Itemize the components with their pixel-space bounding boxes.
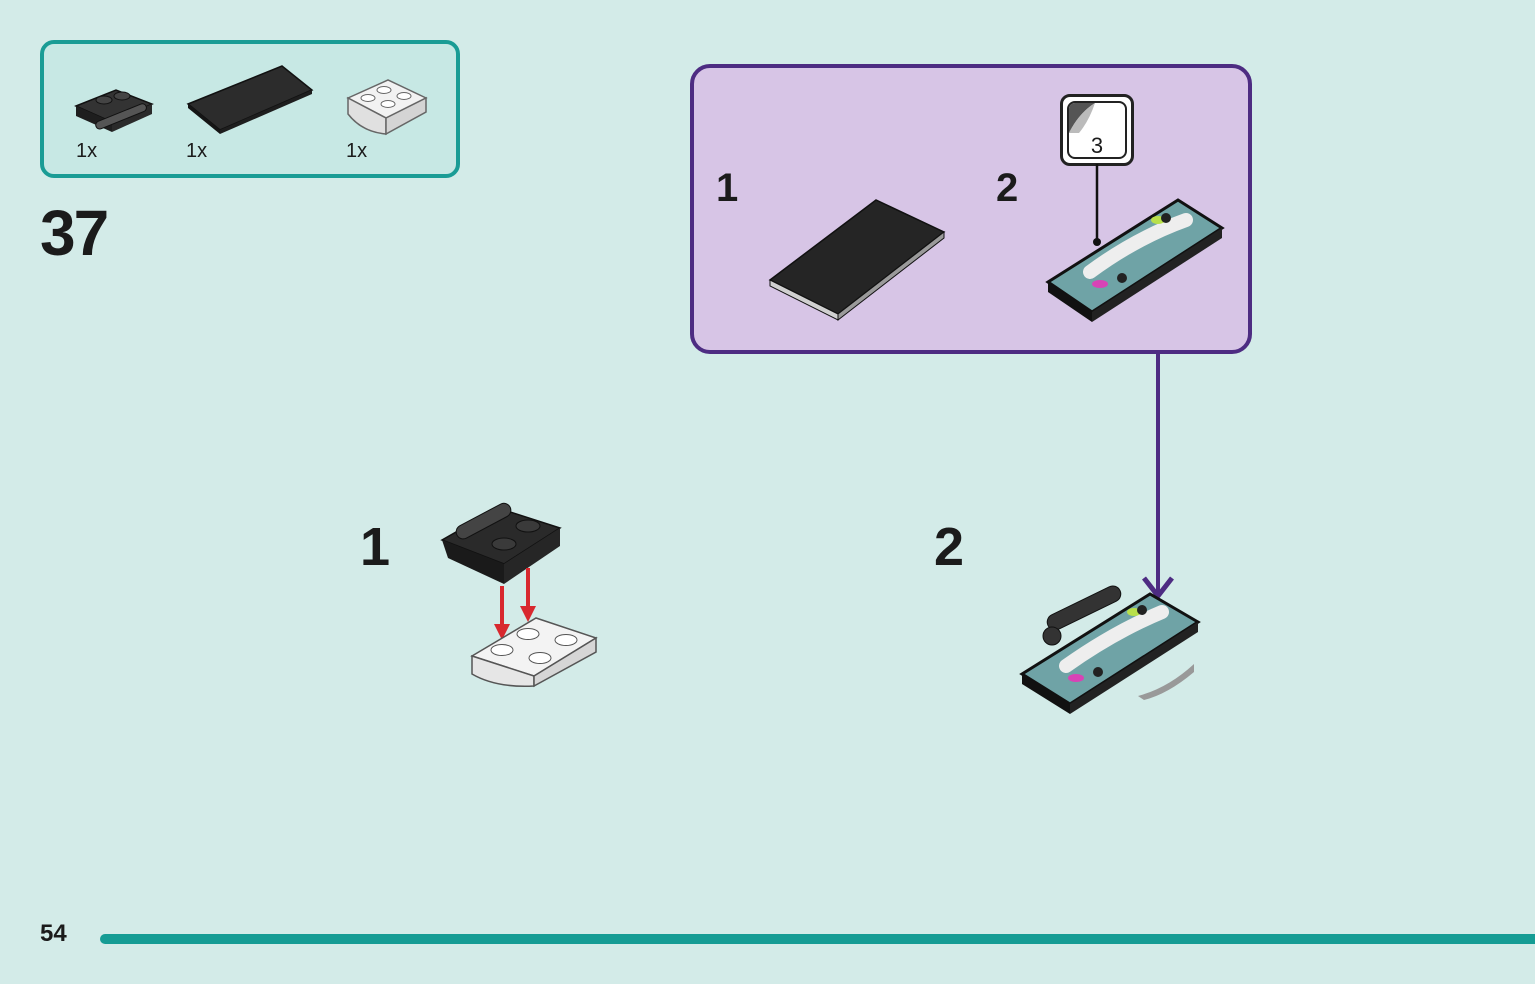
main-substep-number: 2 [934, 517, 965, 577]
sub-assembly-callout [690, 64, 1252, 354]
stickered-tile-icon [1045, 198, 1225, 322]
sticker-leader-line [1093, 164, 1101, 246]
sticker-peel-icon: 3 [1067, 101, 1127, 159]
qty-label: 1x [186, 140, 208, 162]
part-black-plate-with-clip-icon [74, 89, 154, 132]
callout-substep-number: 1 [716, 166, 739, 210]
assembly-step-2-icon [1019, 585, 1201, 714]
callout-arrow [1142, 352, 1174, 599]
part-black-tile-icon [186, 65, 314, 134]
main-substep-number: 1 [360, 517, 391, 577]
footer-bar [100, 934, 1535, 944]
step-number: 37 [40, 197, 109, 269]
part-white-inverted-slope-icon [346, 79, 428, 136]
callout-substep-number: 2 [996, 166, 1019, 210]
assembly-step-1-icon [440, 502, 598, 688]
sticker-number: 3 [1090, 133, 1104, 158]
page-number: 54 [40, 920, 67, 947]
sticker-reference: 3 [1060, 94, 1134, 166]
qty-label: 1x [346, 140, 368, 162]
qty-label: 1x [76, 140, 98, 162]
black-tile-icon [768, 199, 946, 322]
